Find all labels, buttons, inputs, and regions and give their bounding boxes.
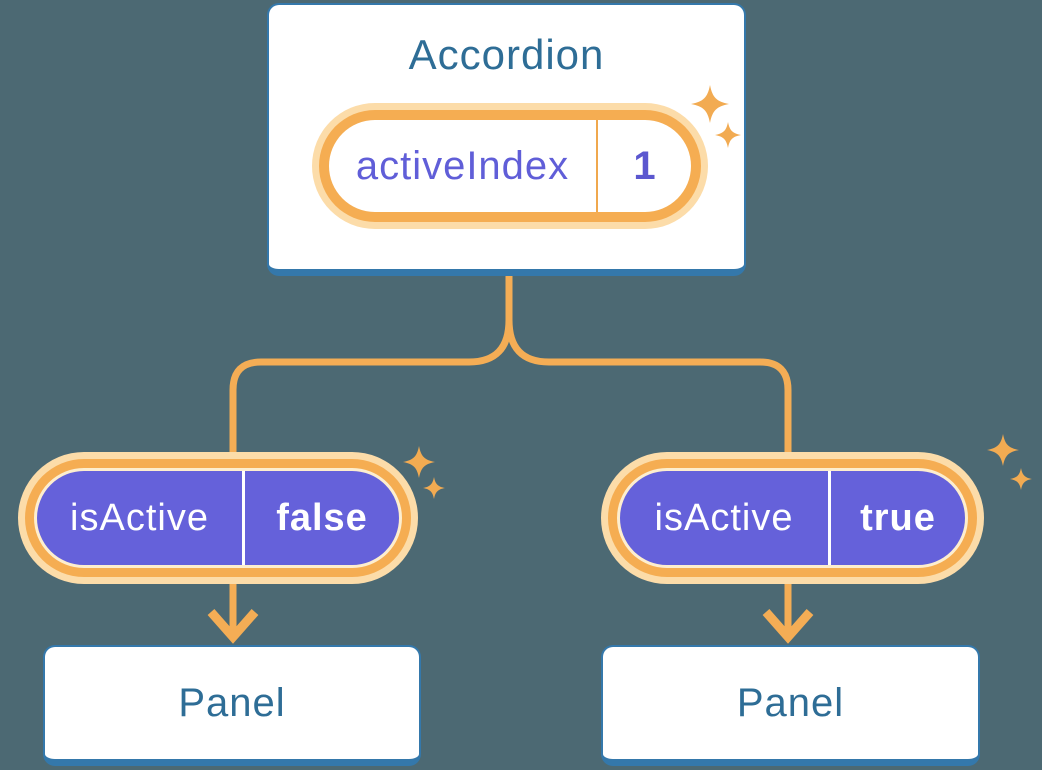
pill-divider — [596, 120, 598, 212]
prop-pill-isactive-true: isActive true — [601, 452, 984, 584]
state-name: activeIndex — [355, 143, 570, 188]
state-pill-ring: activeIndex 1 — [319, 110, 701, 222]
sparkle-icon — [403, 446, 435, 478]
prop-value: false — [276, 496, 368, 539]
prop-name: isActive — [70, 496, 209, 539]
panel-title: Panel — [178, 680, 286, 725]
prop-pill-isactive-false: isActive false — [18, 452, 418, 584]
prop-pill-ring: isActive false — [25, 459, 411, 577]
prop-pill-ring: isActive true — [608, 459, 977, 577]
prop-pill-body: isActive false — [34, 468, 402, 568]
accordion-title: Accordion — [408, 31, 605, 78]
pill-divider — [828, 471, 831, 565]
state-pill: activeIndex 1 — [312, 103, 708, 229]
panel-card-right: Panel — [601, 645, 980, 766]
state-pill-body: activeIndex 1 — [329, 120, 691, 212]
prop-pill-body: isActive true — [617, 468, 968, 568]
sparkle-icon — [1010, 468, 1032, 490]
prop-value: true — [860, 496, 936, 539]
arrow-down-icon — [207, 609, 259, 644]
accordion-card: Accordion activeIndex 1 — [267, 3, 746, 276]
arrow-down-icon — [762, 609, 814, 644]
sparkle-icon — [423, 477, 445, 499]
state-value: 1 — [633, 143, 656, 188]
prop-name: isActive — [654, 496, 794, 539]
sparkle-icon — [987, 434, 1019, 466]
panel-title: Panel — [736, 680, 845, 725]
panel-card-left: Panel — [43, 645, 421, 766]
